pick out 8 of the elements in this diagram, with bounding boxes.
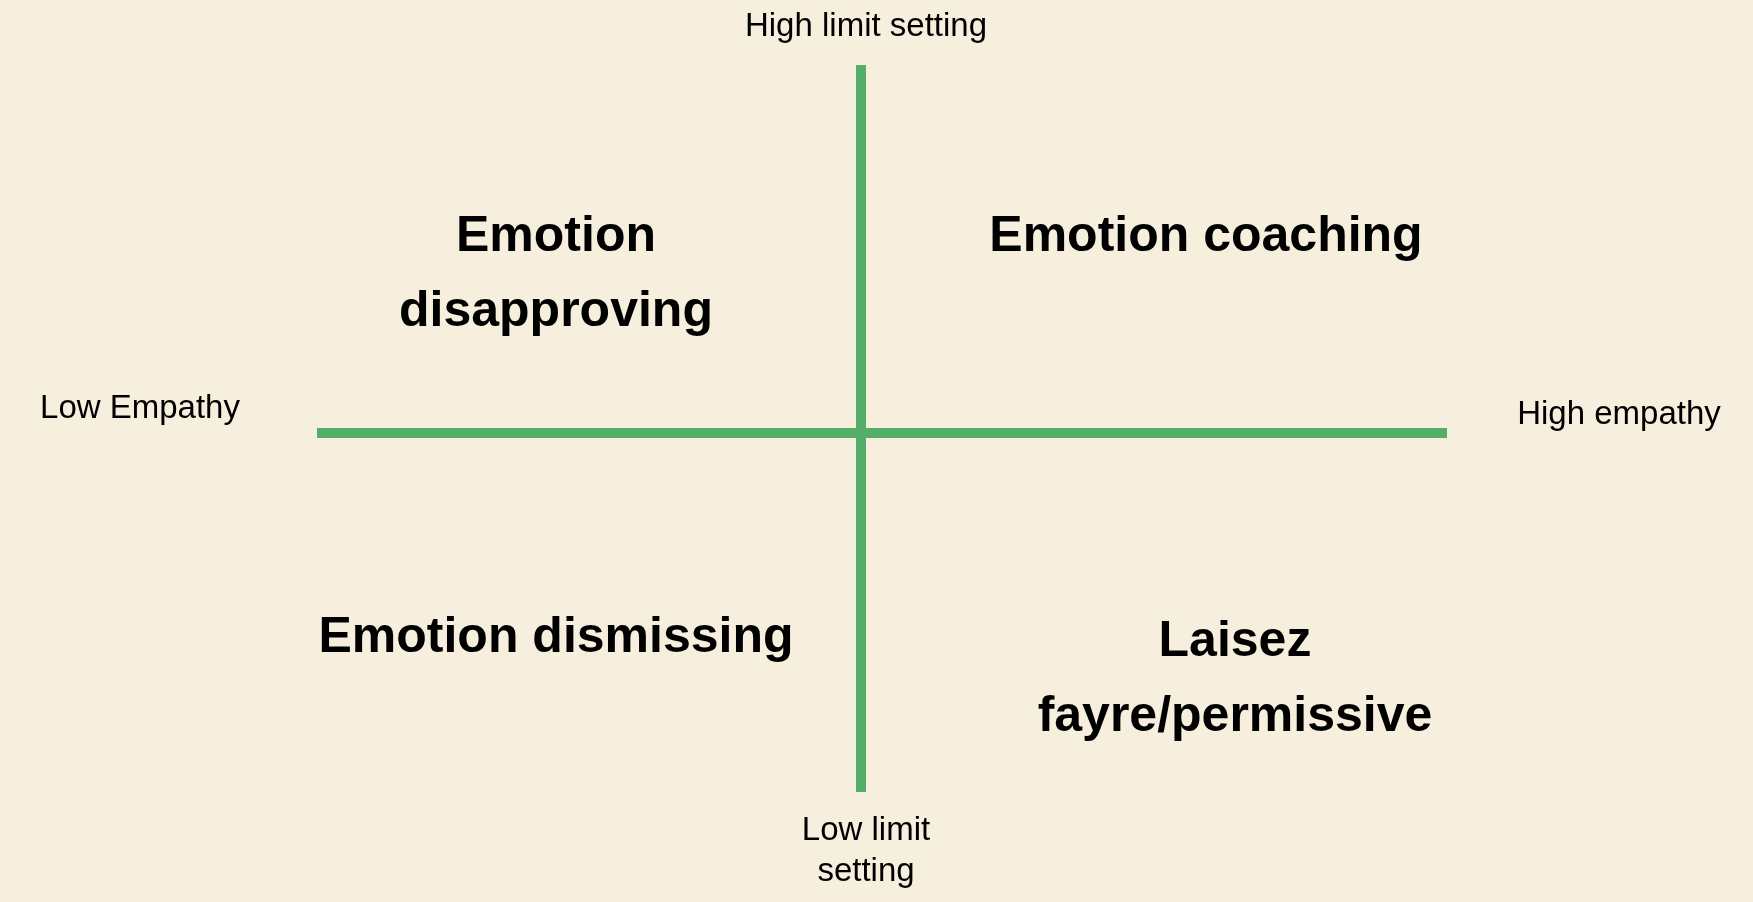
quadrant-label: Laisez fayre/permissive — [1036, 610, 1434, 744]
axis-label: High empathy — [1516, 393, 1722, 433]
quadrant-label: Emotion dismissing — [317, 606, 795, 665]
axis-label: High limit setting — [743, 5, 989, 45]
quadrant-label: Emotion disapproving — [398, 205, 714, 339]
quadrant-label: Emotion coaching — [988, 205, 1424, 264]
axis-label: Low limit setting — [800, 809, 932, 891]
axis-label: Low Empathy — [39, 387, 241, 427]
